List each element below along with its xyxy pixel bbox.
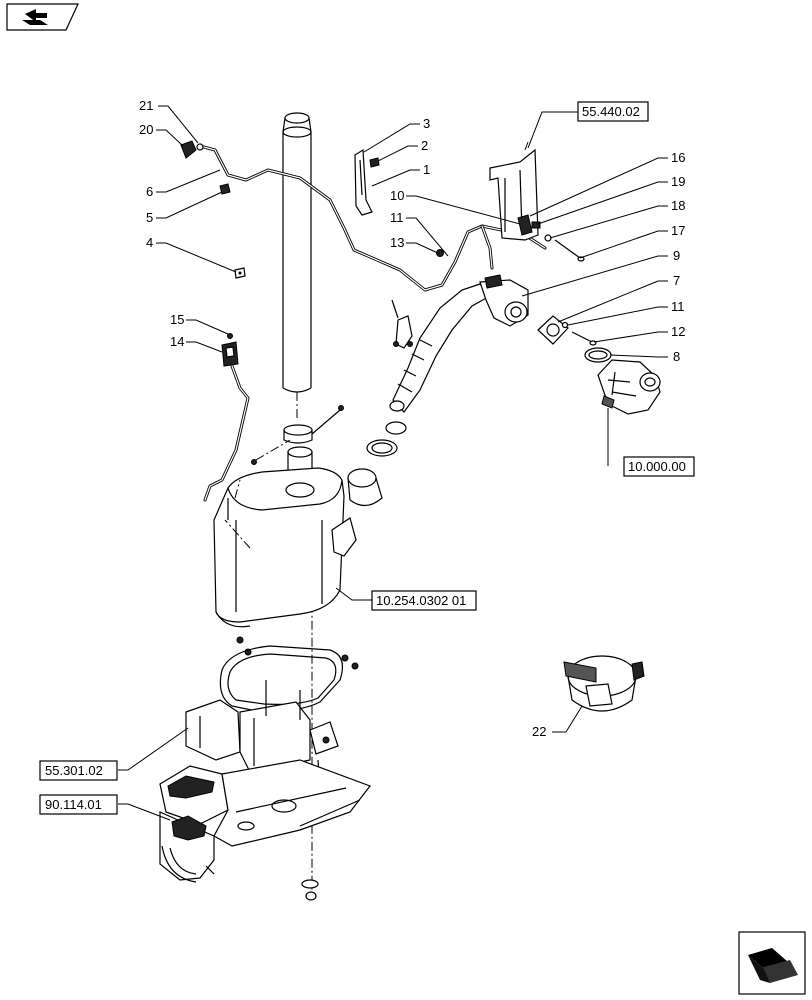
pipe-clamp-upper [251,405,344,465]
wiring-harness [198,144,547,292]
callout-numbers: 21 20 6 5 4 15 14 3 2 1 10 11 13 16 19 1… [139,98,685,739]
book-arrow-icon[interactable] [6,3,79,31]
inlet-pipe [389,283,491,413]
callout-17: 17 [671,223,685,238]
callout-4: 4 [146,235,153,250]
washer-11 [561,321,569,329]
callout-9: 9 [673,248,680,263]
mounting-frame [185,680,339,791]
muffler [213,467,357,628]
gasket-7 [537,315,569,345]
svg-text:10.000.00: 10.000.00 [628,459,686,474]
sensor-14 [203,333,250,502]
callout-6: 6 [146,184,153,199]
callout-16: 16 [671,150,685,165]
sensor-bracket [391,299,413,349]
nut-13 [436,249,444,257]
callout-15: 15 [170,312,184,327]
callout-10: 10 [390,188,404,203]
clamp-ring [366,421,407,457]
reference-90-114-01[interactable]: 90.114.01 [39,794,118,815]
sensor-20 [180,140,204,159]
sleeve [347,468,383,507]
callout-19: 19 [671,174,685,189]
bracket-3 [354,148,380,216]
callout-11b: 11 [671,299,685,314]
svg-text:55.440.02: 55.440.02 [582,104,640,119]
clip-5 [219,183,231,195]
callout-13: 13 [390,235,404,250]
callout-18: 18 [671,198,685,213]
callout-14: 14 [170,334,184,349]
callout-7: 7 [673,273,680,288]
reference-55-301-02[interactable]: 55.301.02 [39,760,118,781]
part-22 [563,655,645,712]
callout-12: 12 [671,324,685,339]
callout-20: 20 [139,122,153,137]
reference-55-440-02[interactable]: 55.440.02 [577,101,649,122]
callout-11a: 11 [390,210,404,225]
bolt-17 [554,239,585,262]
svg-text:90.114.01: 90.114.01 [45,797,102,812]
callout-3: 3 [423,116,430,131]
callout-2: 2 [421,138,428,153]
turbocharger [597,359,661,415]
mounting-strap [219,645,343,713]
svg-text:10.254.0302 01: 10.254.0302 01 [376,593,466,608]
nut [236,636,244,644]
reference-10-000-00[interactable]: 10.000.00 [623,456,695,477]
platform-step [159,759,371,883]
clamp-8 [584,347,612,363]
callout-1: 1 [423,162,430,177]
leader-lines [118,105,668,821]
bolt-12 [571,331,597,346]
washer-4 [234,267,246,279]
reference-10-254-0302-01[interactable]: 10.254.0302 01 [371,590,477,611]
callout-22: 22 [532,724,546,739]
svg-text:55.301.02: 55.301.02 [45,763,103,778]
callout-21: 21 [139,98,153,113]
callout-8: 8 [673,349,680,364]
tail-pipe [282,112,312,393]
valve-9 [479,274,529,327]
callout-5: 5 [146,210,153,225]
bottom-nut [301,879,319,901]
next-page-arrow-icon[interactable] [738,931,806,995]
